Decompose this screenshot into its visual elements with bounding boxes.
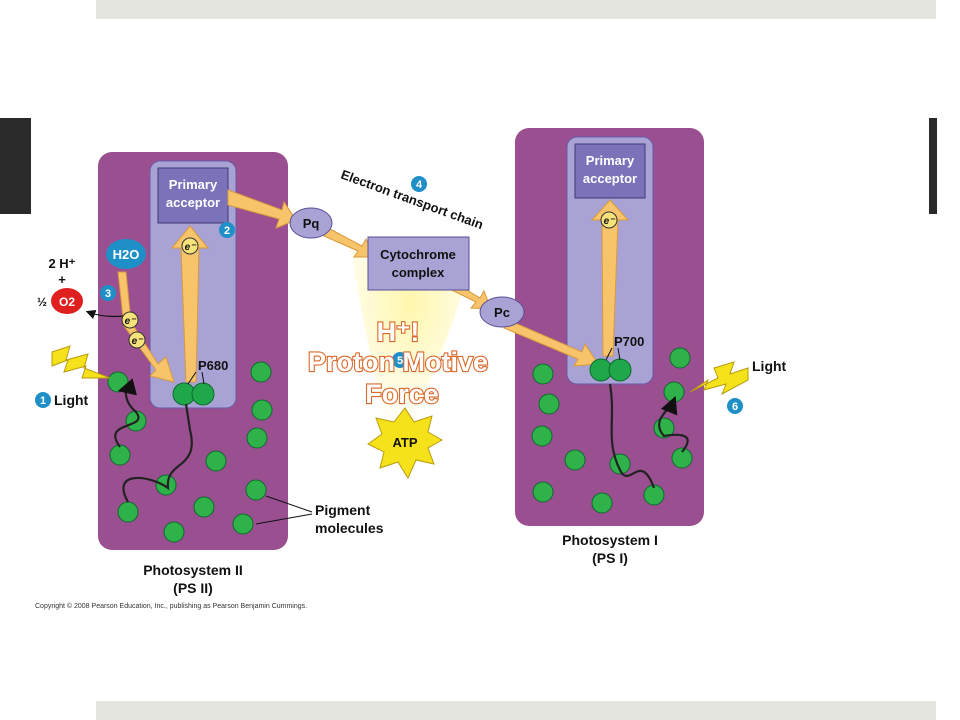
electron-icon: e⁻ <box>121 311 139 329</box>
pigment-label-pointer <box>255 495 313 525</box>
svg-text:2: 2 <box>224 225 230 237</box>
svg-text:e⁻: e⁻ <box>125 316 138 327</box>
left-side-block <box>0 118 31 214</box>
svg-text:5: 5 <box>397 355 403 367</box>
cytochrome-complex <box>367 236 470 291</box>
pigment-molecule <box>250 361 272 383</box>
light-left-label: Light <box>54 392 89 408</box>
ps1-acceptor-label-1: Primary <box>586 153 635 168</box>
p680-pointer <box>187 371 205 385</box>
o2-label: O2 <box>59 295 75 309</box>
p700-reaction-center <box>589 358 632 382</box>
force-overlay: Force <box>365 379 439 409</box>
light-bolt-right-icon <box>689 361 749 396</box>
pigment-label-2: molecules <box>315 520 384 536</box>
plus-label: + <box>58 272 66 287</box>
pigment-molecule <box>532 481 554 503</box>
step-5-badge: 5 <box>392 352 408 368</box>
ps2-excitation-path <box>115 390 193 503</box>
pigment-molecule <box>671 447 693 469</box>
p700-pointer <box>605 347 621 361</box>
energy-glow <box>350 250 470 430</box>
pigment-molecule <box>232 513 254 535</box>
pigment-molecule <box>193 496 215 518</box>
pigment-molecule <box>591 492 613 514</box>
p700-label: P700 <box>614 334 644 349</box>
h2o-label: H2O <box>113 247 140 262</box>
pigment-molecule <box>155 474 177 496</box>
o2-molecule <box>51 288 83 314</box>
svg-text:e⁻: e⁻ <box>132 336 145 347</box>
ps1-excitation-path <box>608 383 688 489</box>
ps1-name: Photosystem I <box>562 532 658 548</box>
ps2-primary-acceptor <box>157 167 229 224</box>
light-bolt-left-icon <box>51 345 111 379</box>
ps1-abbrev: (PS I) <box>592 550 628 566</box>
pigment-molecule <box>109 444 131 466</box>
p680-label: P680 <box>198 358 228 373</box>
step-2-badge: 2 <box>219 222 235 238</box>
etc-label: Electron transport chain <box>339 167 485 233</box>
svg-text:e⁻: e⁻ <box>604 216 617 227</box>
ps1-acceptor-label-2: acceptor <box>583 171 637 186</box>
oxygen-release-arrow <box>85 310 125 320</box>
step-4-badge: 4 <box>411 176 427 192</box>
bottom-bar <box>96 701 936 720</box>
h-plus-overlay: H⁺! <box>377 317 420 347</box>
ps2-abbrev: (PS II) <box>173 580 213 596</box>
proton-motive-overlay: Proton Motive <box>308 347 488 377</box>
electron-icon: e⁻ <box>128 331 146 349</box>
pigment-molecule <box>532 363 554 385</box>
svg-text:4: 4 <box>416 179 423 191</box>
pigment-molecule <box>663 381 685 403</box>
pigment-molecule <box>669 347 691 369</box>
pigment-molecule <box>163 521 185 543</box>
svg-text:3: 3 <box>105 288 111 300</box>
pq-label: Pq <box>303 216 320 231</box>
ps2-acceptor-label-1: Primary <box>169 177 218 192</box>
electron-icon: e⁻ <box>600 211 618 229</box>
pq-carrier <box>289 207 333 239</box>
atp-burst <box>367 407 444 480</box>
flow-pq-to-cytochrome <box>323 227 376 258</box>
pigment-molecule <box>245 479 267 501</box>
pigment-label-1: Pigment <box>315 502 371 518</box>
top-bar <box>96 0 936 19</box>
pigment-molecule <box>564 449 586 471</box>
ps1-up-arrow <box>590 199 630 357</box>
step-3-badge: 3 <box>100 285 116 301</box>
cytochrome-label-1: Cytochrome <box>380 247 456 262</box>
right-side-block <box>929 118 937 214</box>
ps2-name: Photosystem II <box>143 562 243 578</box>
atp-label: ATP <box>392 435 417 450</box>
pigment-molecule <box>205 450 227 472</box>
flow-acceptor-to-pq <box>227 189 297 229</box>
pigment-molecule <box>251 399 273 421</box>
pc-carrier <box>479 296 525 328</box>
electron-icon: e⁻ <box>181 237 199 255</box>
light-right-label: Light <box>752 358 787 374</box>
ps2-acceptor-label-2: acceptor <box>166 195 220 210</box>
step-6-badge: 6 <box>727 398 743 414</box>
pigment-molecule <box>538 393 560 415</box>
cytochrome-label-2: complex <box>392 265 446 280</box>
svg-text:e⁻: e⁻ <box>185 242 198 253</box>
copyright-text: Copyright © 2008 Pearson Education, Inc.… <box>35 602 307 610</box>
svg-text:6: 6 <box>732 401 738 413</box>
ps2-up-arrow <box>170 225 210 383</box>
pigment-molecule <box>531 425 553 447</box>
two-h-plus-label: 2 H⁺ <box>48 256 75 271</box>
pc-label: Pc <box>494 305 510 320</box>
svg-text:1: 1 <box>40 395 46 407</box>
h2o-molecule <box>106 239 146 269</box>
pigment-molecule <box>117 501 139 523</box>
step-1-badge: 1 <box>35 392 51 408</box>
half-label: ½ <box>37 295 47 309</box>
ps1-primary-acceptor <box>574 143 646 199</box>
flow-pc-to-p700 <box>503 319 599 367</box>
p680-reaction-center <box>172 382 215 406</box>
pigment-molecule <box>246 427 268 449</box>
